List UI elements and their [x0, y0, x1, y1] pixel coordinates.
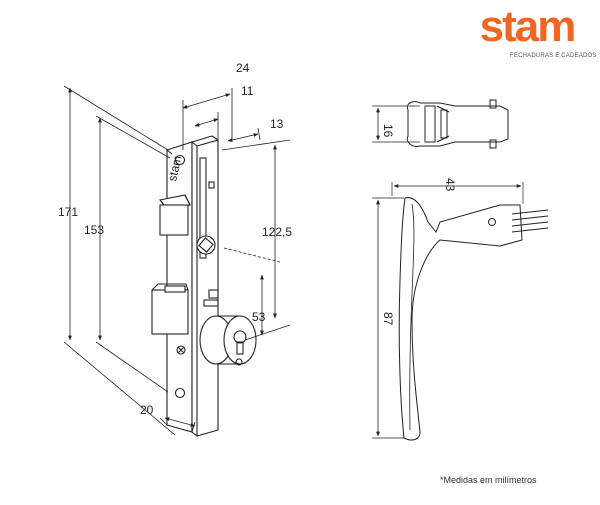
- dim-backset: 11: [241, 84, 254, 98]
- handle-top-view: [372, 99, 509, 149]
- dim-handle-length: 87: [381, 312, 395, 326]
- middle-screw-icon: [176, 345, 186, 355]
- spindle-rod: [511, 209, 549, 233]
- mortise-lock-drawing: stam: [151, 135, 257, 438]
- case-slot: [199, 157, 207, 259]
- brand-name: stam: [479, 2, 577, 51]
- brand-logo: stam FECHADURAS E CADEADOS: [462, 2, 597, 63]
- top-screw-hole: [174, 154, 186, 166]
- dim-front-height: 153: [84, 223, 104, 237]
- handle-side-view: [372, 182, 549, 441]
- dim-bottom-width: 20: [140, 403, 154, 417]
- brand-tagline: FECHADURAS E CADEADOS: [510, 53, 597, 59]
- lock-dimension-labels: 171 153 24 11 13 122,5 53 20: [58, 61, 292, 417]
- spindle-hub: [196, 235, 216, 255]
- latch-bolt: [159, 194, 191, 236]
- dim-case-depth: 24: [236, 61, 250, 75]
- bottom-screw-hole: [174, 387, 186, 399]
- dim-front-width: 13: [270, 117, 284, 131]
- cylinder: [199, 315, 257, 366]
- lock-dimension-lines: [63, 85, 291, 436]
- lock-case: [191, 135, 219, 437]
- dim-handle-width: 43: [443, 178, 457, 192]
- dim-handle-thickness: 16: [381, 124, 395, 138]
- dead-bolt: [151, 283, 189, 335]
- front-plate-brand: stam: [165, 154, 184, 182]
- dim-overall-height: 171: [58, 205, 78, 219]
- measurement-note: *Medidas em milímetros: [440, 475, 537, 485]
- dim-cylinder-distance: 53: [252, 310, 266, 324]
- dim-handle-to-cylinder: 122,5: [262, 225, 292, 239]
